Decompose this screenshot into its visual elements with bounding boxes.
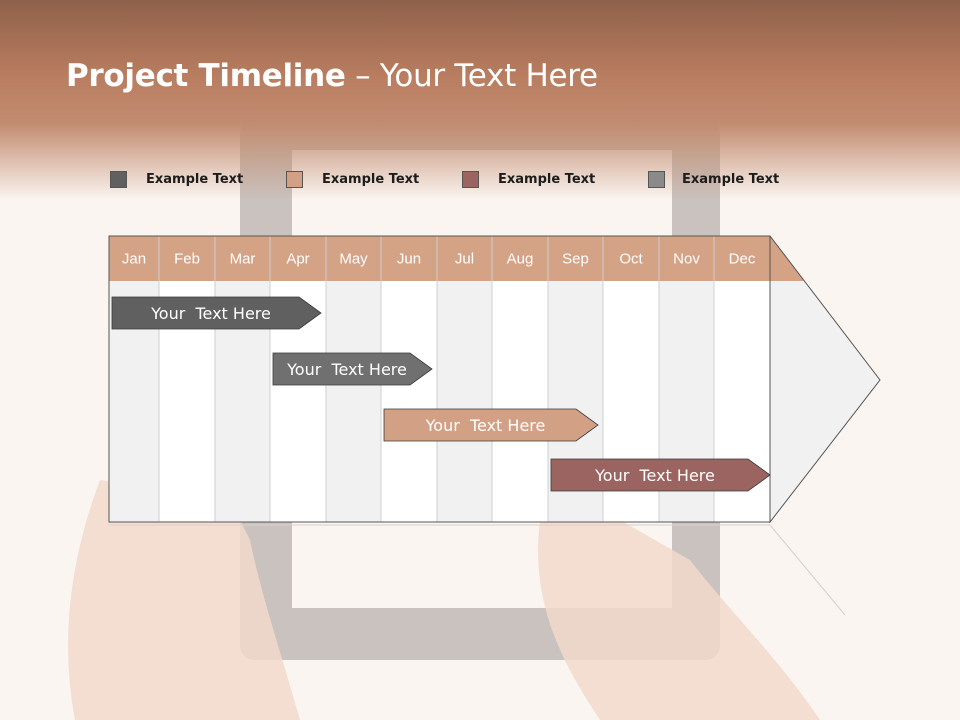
task-bar xyxy=(383,408,599,442)
legend-swatch xyxy=(110,171,127,188)
page-title: Project Timeline – Your Text Here xyxy=(66,58,598,94)
month-header-band xyxy=(109,236,770,281)
task-bar-label: Your Text Here xyxy=(425,416,546,435)
legend-label: Example Text xyxy=(682,172,780,187)
month-label: Oct xyxy=(619,251,643,268)
timeline-column xyxy=(381,281,437,522)
month-label: Apr xyxy=(286,251,309,268)
legend-label: Example Text xyxy=(146,172,244,187)
timeline-outline xyxy=(108,235,881,524)
month-label: Jul xyxy=(455,251,474,268)
month-label: Nov xyxy=(673,251,700,268)
month-label: Dec xyxy=(729,251,756,268)
legend-swatch xyxy=(648,171,665,188)
month-label: Feb xyxy=(174,251,200,268)
title-rest: – Your Text Here xyxy=(345,58,598,94)
legend-swatch xyxy=(286,171,303,188)
legend-label: Example Text xyxy=(498,172,596,187)
month-label: Aug xyxy=(507,251,534,268)
month-label: Jun xyxy=(397,251,421,268)
task-bar-label: Your Text Here xyxy=(594,466,715,485)
month-label: Sep xyxy=(562,251,589,268)
header-band xyxy=(0,0,960,200)
task-bar-label: Your Text Here xyxy=(286,360,407,379)
task-bar xyxy=(111,296,322,330)
month-label: Mar xyxy=(230,251,256,268)
month-label: Jan xyxy=(122,251,146,268)
reflection-line xyxy=(769,524,846,616)
task-bar-label: Your Text Here xyxy=(150,304,271,323)
timeline-arrow-head xyxy=(770,236,880,522)
task-bar xyxy=(272,352,433,386)
task-bar xyxy=(550,458,771,492)
title-bold: Project Timeline xyxy=(66,58,346,94)
legend-label: Example Text xyxy=(322,172,420,187)
timeline-column xyxy=(326,281,381,522)
month-label: May xyxy=(339,251,368,268)
timeline-column xyxy=(492,281,548,522)
timeline-column xyxy=(437,281,492,522)
legend-swatch xyxy=(462,171,479,188)
